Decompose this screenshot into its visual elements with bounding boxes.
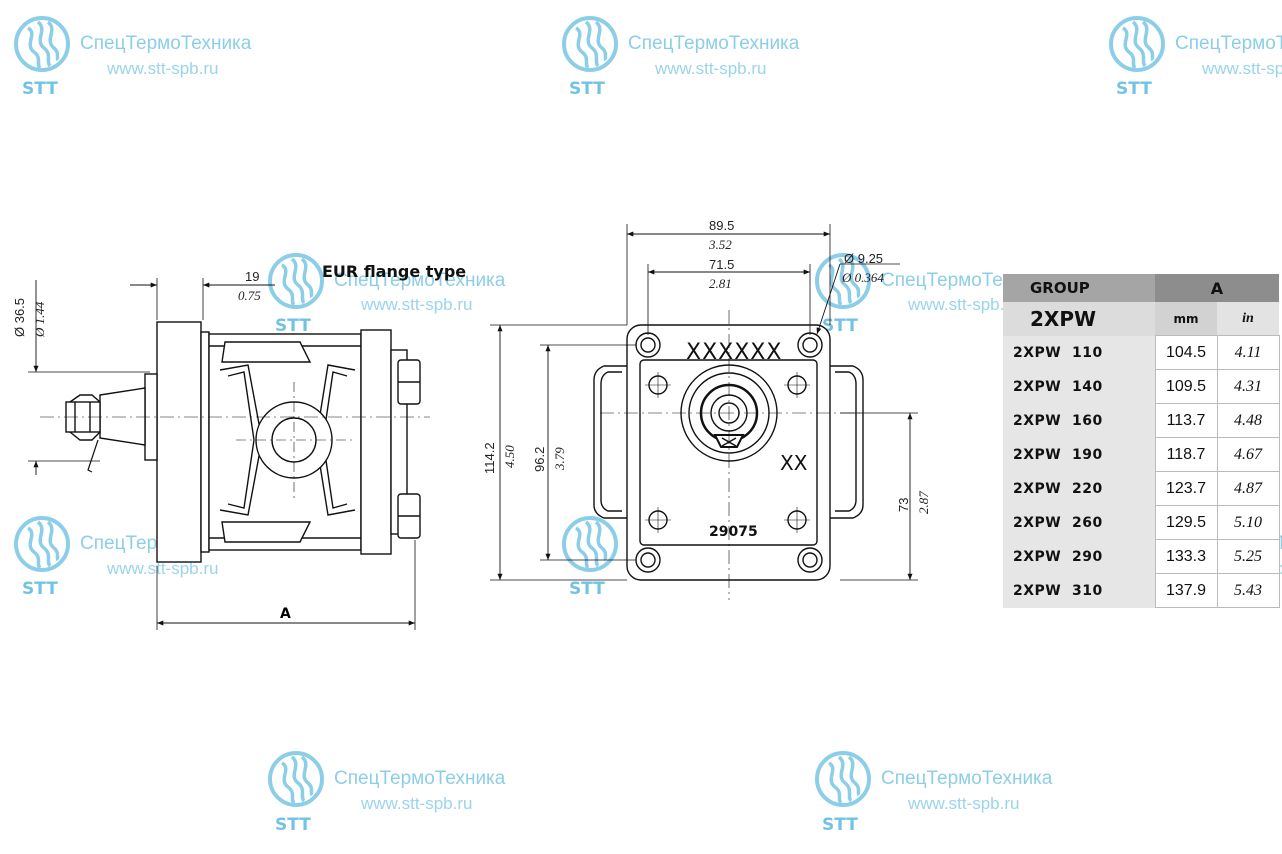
- row-model: 2XPW 110: [1003, 335, 1155, 370]
- hole-diameter-mm: Ø 9.25: [844, 251, 883, 266]
- watermark-logo-icon: [562, 16, 618, 72]
- row-model: 2XPW 160: [1003, 403, 1155, 438]
- table-header-row: GROUP A: [1003, 274, 1279, 302]
- row-in: 5.25: [1216, 539, 1280, 574]
- table-row: 2XPW 190 118.7 4.67: [1003, 437, 1280, 472]
- row-mm: 123.7: [1154, 471, 1218, 506]
- row-mm: 118.7: [1154, 437, 1218, 472]
- row-mm: 109.5: [1154, 369, 1218, 404]
- watermark-logo-icon: [14, 16, 70, 72]
- watermark-abbr: STT: [569, 79, 605, 99]
- bolt-spacing-mm: 71.5: [709, 257, 734, 272]
- height-in: 4.50: [502, 445, 517, 468]
- length-label-a: A: [280, 606, 291, 622]
- watermark-company: СпецТермоТехника: [1175, 33, 1282, 54]
- watermark-logo-icon: [268, 253, 324, 309]
- table-row: 2XPW 310 137.9 5.43: [1003, 573, 1280, 608]
- axis-height-in: 2.87: [916, 491, 931, 514]
- header-unit-in: in: [1217, 302, 1279, 336]
- watermark-url: www.stt-spb.ru: [360, 295, 472, 314]
- row-model: 2XPW 290: [1003, 539, 1155, 574]
- watermark-abbr: STT: [275, 815, 311, 835]
- marking-code: 29075: [709, 524, 758, 540]
- flange-offset-in: 0.75: [238, 288, 261, 303]
- axis-height-mm: 73: [896, 498, 911, 512]
- row-model: 2XPW 260: [1003, 505, 1155, 540]
- watermark-company: СпецТермоТехника: [881, 768, 1053, 789]
- row-in: 5.43: [1216, 573, 1280, 608]
- watermark-url: www.stt-spb.ru: [654, 59, 766, 78]
- watermark-abbr: STT: [22, 79, 58, 99]
- watermark-abbr: STT: [1116, 79, 1152, 99]
- front-view: [490, 224, 918, 600]
- row-model: 2XPW 310: [1003, 573, 1155, 608]
- header-group-value: 2XPW: [1003, 302, 1155, 336]
- height-mm: 114.2: [482, 442, 497, 474]
- row-mm: 104.5: [1154, 335, 1218, 370]
- watermark-company: СпецТермоТехника: [80, 33, 252, 54]
- table-row: 2XPW 290 133.3 5.25: [1003, 539, 1280, 574]
- row-mm: 113.7: [1154, 403, 1218, 438]
- shaft-diameter-mm: Ø 36.5: [12, 298, 27, 337]
- row-in: 4.87: [1216, 471, 1280, 506]
- bolt-spacing-in: 2.81: [709, 276, 732, 291]
- header-a: A: [1155, 274, 1279, 302]
- width-mm: 89.5: [709, 218, 734, 233]
- marking-right: XX: [780, 451, 808, 475]
- width-in: 3.52: [708, 237, 732, 252]
- table-subheader-row: 2XPW mm in: [1003, 302, 1279, 336]
- watermark-company: СпецТермоТехника: [334, 270, 506, 291]
- bolt-vertical-in: 3.79: [552, 447, 567, 471]
- watermark-url: www.stt-spb.ru: [907, 794, 1019, 813]
- watermark-abbr: STT: [569, 579, 605, 599]
- header-unit-mm: mm: [1155, 302, 1217, 336]
- table-row: 2XPW 220 123.7 4.87: [1003, 471, 1280, 506]
- flange-offset-mm: 19: [245, 269, 259, 284]
- row-mm: 129.5: [1154, 505, 1218, 540]
- watermark-logo-icon: [1109, 16, 1165, 72]
- table-row: 2XPW 260 129.5 5.10: [1003, 505, 1280, 540]
- watermark-logo-icon: [562, 516, 618, 572]
- row-model: 2XPW 220: [1003, 471, 1155, 506]
- row-model: 2XPW 140: [1003, 369, 1155, 404]
- watermark-url: www.stt-spb.ru: [360, 794, 472, 813]
- dimensions-table: GROUP A 2XPW mm in 2XPW 110 104.5 4.11 2…: [1003, 274, 1280, 608]
- row-model: 2XPW 190: [1003, 437, 1155, 472]
- watermark-abbr: STT: [822, 815, 858, 835]
- side-view: [28, 278, 430, 630]
- header-group: GROUP: [1003, 274, 1155, 302]
- watermark-url: www.stt-spb.ru: [907, 295, 1019, 314]
- row-mm: 133.3: [1154, 539, 1218, 574]
- watermark-abbr: STT: [22, 579, 58, 599]
- watermark-company: СпецТермоТехника: [628, 33, 800, 54]
- watermark-abbr: STT: [822, 316, 858, 336]
- watermark-url: www.stt-spb.ru: [106, 59, 218, 78]
- table-row: 2XPW 160 113.7 4.48: [1003, 403, 1280, 438]
- watermark-abbr: STT: [275, 316, 311, 336]
- watermark-company: СпецТермоТехника: [334, 768, 506, 789]
- table-row: 2XPW 140 109.5 4.31: [1003, 369, 1280, 404]
- row-in: 4.11: [1216, 335, 1280, 370]
- watermark-url: www.stt-spb.ru: [1201, 59, 1282, 78]
- watermark-url: www.stt-spb.ru: [106, 559, 218, 578]
- row-in: 4.48: [1216, 403, 1280, 438]
- watermark-logo-icon: [14, 516, 70, 572]
- hole-diameter-in: Ø 0.364: [841, 270, 884, 285]
- row-in: 4.67: [1216, 437, 1280, 472]
- row-in: 5.10: [1216, 505, 1280, 540]
- row-mm: 137.9: [1154, 573, 1218, 608]
- watermark-logo-icon: [268, 751, 324, 807]
- table-row: 2XPW 110 104.5 4.11: [1003, 335, 1280, 370]
- bolt-vertical-mm: 96.2: [532, 447, 547, 472]
- watermark-logo-icon: [815, 751, 871, 807]
- drawing-title: EUR flange type: [322, 262, 467, 281]
- row-in: 4.31: [1216, 369, 1280, 404]
- marking-top: XXXXXX: [686, 340, 782, 365]
- shaft-diameter-in: Ø 1.44: [32, 301, 47, 338]
